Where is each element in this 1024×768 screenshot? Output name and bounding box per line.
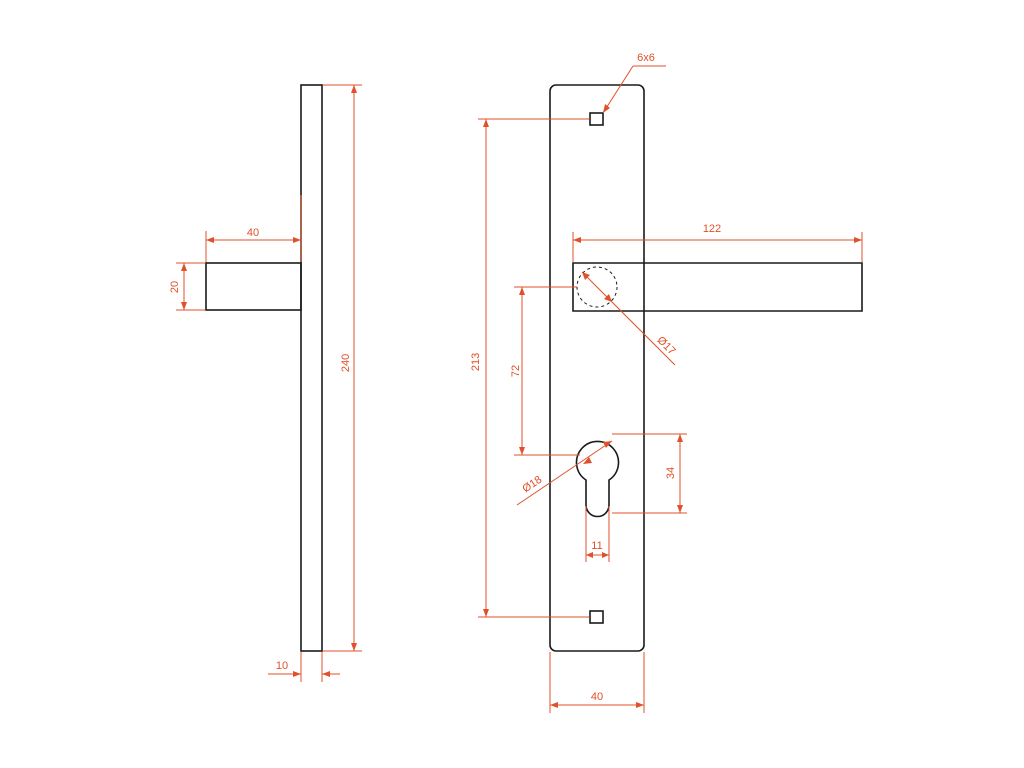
dimension-handle-thickness: 20 [169,262,205,311]
dimension-cylinder-height: 34 [612,433,687,514]
side-handle [205,262,302,311]
dimension-cylinder-width: 11 [585,506,610,562]
dimension-plate-width: 40 [549,652,645,713]
dimension-hole-spacing: 213 [470,118,589,618]
front-plate [549,84,645,652]
dimension-plate-height: 240 [323,84,362,652]
cylinder-cutout [575,440,620,518]
lever [572,262,863,312]
label-lever-length: 122 [703,223,721,235]
label-cylinder-diameter: Ø18 [520,474,544,496]
label-plate-width: 40 [591,691,603,703]
dimension-lever-length: 122 [572,223,863,262]
front-view: 6x6 122 Ø17 213 [470,52,863,713]
screw-hole-top [589,112,604,126]
label-handle-thickness: 20 [169,281,181,293]
label-screw-hole: 6x6 [637,52,655,64]
dimension-spindle-diameter: Ø17 [581,271,678,366]
label-cylinder-height: 34 [665,467,677,479]
label-plate-thickness: 10 [276,660,288,672]
label-hole-spacing: 213 [470,353,482,371]
dimension-screw-hole: 6x6 [602,52,666,114]
screw-hole-bottom [589,610,604,624]
label-handle-length: 40 [247,227,259,239]
dimension-plate-thickness: 10 [268,652,340,682]
dimension-backset: 72 [510,286,580,456]
label-plate-height: 240 [340,354,352,372]
dimension-cylinder-diameter: Ø18 [516,440,613,506]
dimension-handle-length: 40 [205,195,302,262]
label-spindle-diameter: Ø17 [655,334,678,357]
label-backset: 72 [510,365,522,377]
label-cylinder-width: 11 [591,540,602,552]
side-plate [300,84,323,652]
side-view: 40 20 240 10 [169,84,362,682]
